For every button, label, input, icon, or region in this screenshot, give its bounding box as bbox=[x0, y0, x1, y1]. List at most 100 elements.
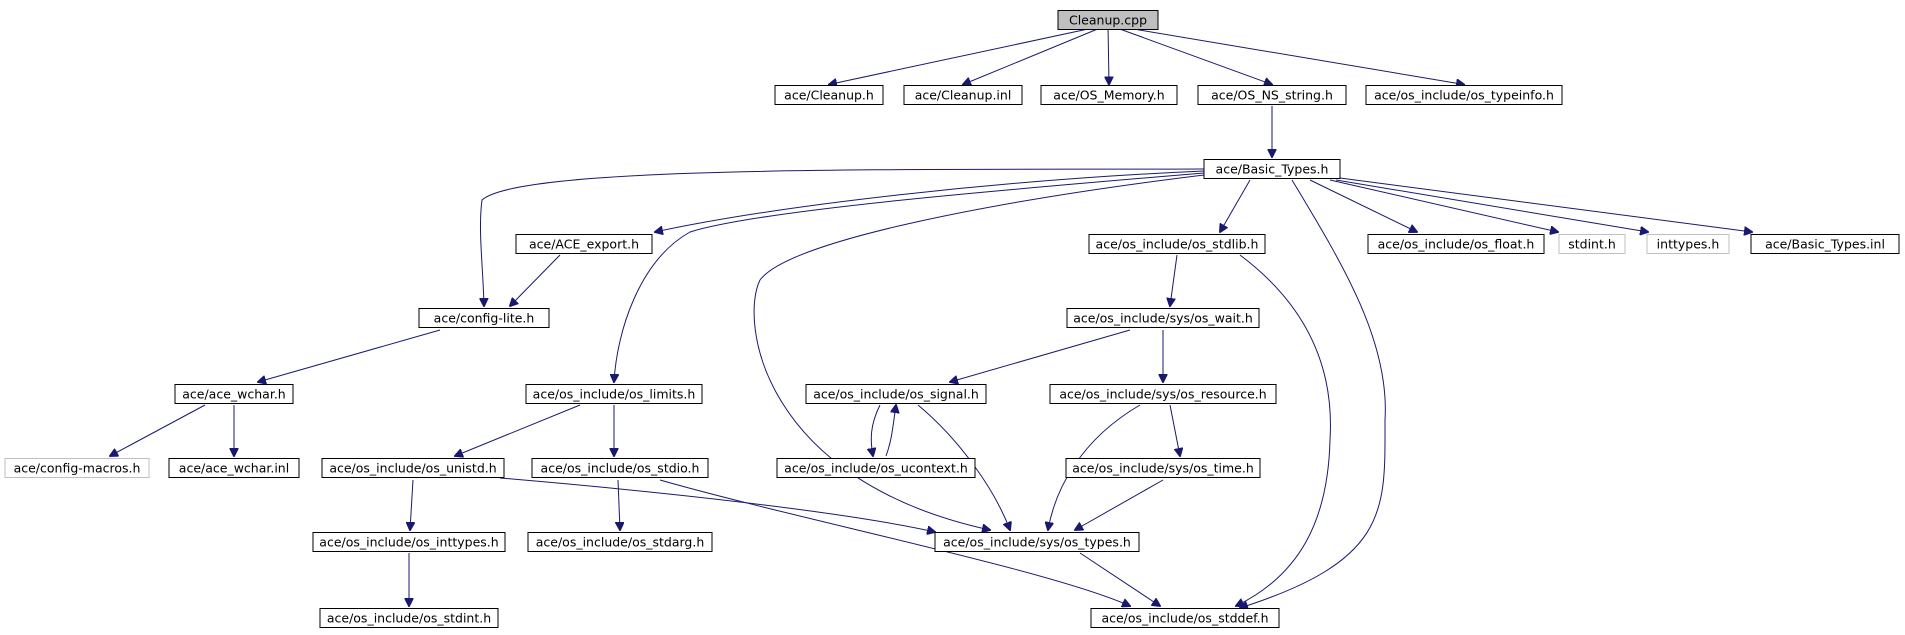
node-os-stdlib[interactable]: ace/os_include/os_stdlib.h bbox=[1088, 234, 1266, 254]
edge-os_types-to-os_stddef bbox=[1079, 552, 1160, 606]
node-label: ace/os_include/os_stdarg.h bbox=[536, 535, 705, 550]
edge-cleanup_cpp-to-cleanup_h bbox=[829, 29, 1086, 85]
node-cleanup-inl[interactable]: ace/Cleanup.inl bbox=[903, 85, 1023, 105]
node-label: ace/os_include/sys/os_time.h bbox=[1072, 461, 1254, 476]
edge-cleanup_cpp-to-os_typeinfo bbox=[1136, 29, 1464, 85]
node-label: ace/os_include/os_signal.h bbox=[813, 387, 979, 402]
node-box bbox=[531, 458, 709, 478]
node-basic-types-inl[interactable]: ace/Basic_Types.inl bbox=[1750, 234, 1900, 254]
node-label: ace/os_include/os_inttypes.h bbox=[319, 535, 498, 550]
edge-basic_types-to-basic_types_inl bbox=[1339, 177, 1752, 232]
node-os-float[interactable]: ace/os_include/os_float.h bbox=[1367, 234, 1545, 254]
edge-basic_types-to-os_types bbox=[753, 174, 1205, 530]
edge-basic_types-to-os_stddef bbox=[1240, 179, 1386, 608]
node-ace-export[interactable]: ace/ACE_export.h bbox=[515, 234, 653, 254]
node-label: ace/os_include/os_limits.h bbox=[533, 387, 696, 402]
node-stdint[interactable]: stdint.h bbox=[1558, 234, 1626, 254]
node-box bbox=[1203, 159, 1341, 179]
node-box bbox=[1365, 85, 1563, 105]
node-label: ace/ACE_export.h bbox=[529, 237, 639, 252]
node-label: ace/config-macros.h bbox=[14, 461, 141, 476]
edge-os_limits-to-os_unistd bbox=[455, 404, 581, 456]
node-label: ace/os_include/os_stddef.h bbox=[1101, 611, 1268, 626]
edge-cleanup_cpp-to-os_ns_string bbox=[1120, 29, 1272, 85]
node-label: ace/os_include/os_stdlib.h bbox=[1096, 237, 1259, 252]
node-label: Cleanup.cpp bbox=[1069, 13, 1147, 28]
edge-basic_types-to-inttypes bbox=[1335, 179, 1648, 232]
edge-cleanup_cpp-to-cleanup_inl bbox=[963, 29, 1097, 85]
node-box bbox=[1057, 10, 1159, 30]
edge-basic_types-to-os_stdlib bbox=[1220, 179, 1251, 232]
node-ace-wchar-inl[interactable]: ace/ace_wchar.inl bbox=[168, 458, 300, 478]
node-box bbox=[805, 384, 987, 404]
edge-os_ucontext-to-os_signal bbox=[885, 405, 896, 457]
node-box bbox=[321, 458, 505, 478]
node-ace-wchar[interactable]: ace/ace_wchar.h bbox=[174, 384, 294, 404]
node-os-typeinfo[interactable]: ace/os_include/os_typeinfo.h bbox=[1365, 85, 1563, 105]
node-label: ace/os_include/sys/os_resource.h bbox=[1059, 387, 1266, 402]
node-label: ace/os_include/sys/os_types.h bbox=[943, 535, 1131, 550]
edge-os_wait-to-os_signal bbox=[950, 329, 1131, 382]
node-os-memory[interactable]: ace/OS_Memory.h bbox=[1040, 85, 1178, 105]
node-label: ace/os_include/os_typeinfo.h bbox=[1374, 88, 1554, 103]
node-box bbox=[1065, 458, 1261, 478]
node-os-ucontext[interactable]: ace/os_include/os_ucontext.h bbox=[776, 458, 976, 478]
node-box bbox=[1646, 234, 1730, 254]
node-box bbox=[776, 458, 976, 478]
node-inttypes[interactable]: inttypes.h bbox=[1646, 234, 1730, 254]
edge-os_unistd-to-os_inttypes bbox=[410, 479, 413, 530]
node-os-resource[interactable]: ace/os_include/sys/os_resource.h bbox=[1049, 384, 1277, 404]
node-os-time[interactable]: ace/os_include/sys/os_time.h bbox=[1065, 458, 1261, 478]
edge-config_lite-to-ace_wchar bbox=[258, 329, 441, 382]
node-os-signal[interactable]: ace/os_include/os_signal.h bbox=[805, 384, 987, 404]
node-os-wait[interactable]: ace/os_include/sys/os_wait.h bbox=[1066, 308, 1260, 328]
node-os-limits[interactable]: ace/os_include/os_limits.h bbox=[525, 384, 703, 404]
edge-os_stdio-to-os_stddef bbox=[659, 479, 1130, 606]
node-os-stdio[interactable]: ace/os_include/os_stdio.h bbox=[531, 458, 709, 478]
node-box bbox=[1750, 234, 1900, 254]
node-box bbox=[1558, 234, 1626, 254]
node-label: ace/Basic_Types.h bbox=[1216, 162, 1329, 177]
node-basic-types[interactable]: ace/Basic_Types.h bbox=[1203, 159, 1341, 179]
edge-basic_types-to-stdint bbox=[1329, 179, 1558, 232]
node-box bbox=[903, 85, 1023, 105]
node-label: ace/OS_Memory.h bbox=[1053, 88, 1164, 103]
node-config-lite[interactable]: ace/config-lite.h bbox=[418, 308, 550, 328]
node-label: ace/Basic_Types.inl bbox=[1765, 237, 1885, 252]
node-box bbox=[174, 384, 294, 404]
edge-basic_types-to-ace_export bbox=[655, 170, 1205, 232]
edge-ace_export-to-config_lite bbox=[510, 254, 561, 306]
edge-os_signal-to-os_ucontext bbox=[871, 404, 881, 456]
node-config-macros[interactable]: ace/config-macros.h bbox=[4, 458, 150, 478]
edge-os_resource-to-os_time bbox=[1169, 404, 1180, 456]
node-label: ace/os_include/os_stdio.h bbox=[541, 461, 700, 476]
node-label: ace/config-lite.h bbox=[434, 311, 535, 326]
node-label: ace/Cleanup.h bbox=[784, 88, 874, 103]
node-cleanup-cpp[interactable]: Cleanup.cpp bbox=[1057, 10, 1159, 30]
edge-os_stdlib-to-os_stddef bbox=[1236, 254, 1331, 606]
edge-basic_types-to-config_lite bbox=[480, 168, 1205, 306]
node-box bbox=[319, 608, 499, 628]
edge-basic_types-to-os_limits bbox=[614, 172, 1205, 382]
edge-layer bbox=[110, 29, 1752, 609]
node-os-stdarg[interactable]: ace/os_include/os_stdarg.h bbox=[527, 532, 713, 552]
node-box bbox=[1049, 384, 1277, 404]
node-box bbox=[934, 532, 1140, 552]
node-layer: Cleanup.cpp ace/Cleanup.h ace/Cleanup.inl a… bbox=[4, 10, 1900, 628]
node-os-unistd[interactable]: ace/os_include/os_unistd.h bbox=[321, 458, 505, 478]
node-os-inttypes[interactable]: ace/os_include/os_inttypes.h bbox=[312, 532, 506, 552]
edge-os_stdlib-to-os_wait bbox=[1170, 254, 1178, 306]
node-label: ace/OS_NS_string.h bbox=[1211, 88, 1333, 103]
node-cleanup-h[interactable]: ace/Cleanup.h bbox=[774, 85, 884, 105]
node-os-stdint[interactable]: ace/os_include/os_stdint.h bbox=[319, 608, 499, 628]
node-label: ace/ace_wchar.h bbox=[182, 387, 285, 402]
node-box bbox=[1040, 85, 1178, 105]
node-os-stddef[interactable]: ace/os_include/os_stddef.h bbox=[1090, 608, 1280, 628]
edge-os_unistd-to-os_types bbox=[499, 477, 935, 532]
node-os-ns-string[interactable]: ace/OS_NS_string.h bbox=[1197, 85, 1347, 105]
node-box bbox=[1367, 234, 1545, 254]
edge-os_time-to-os_types bbox=[1075, 479, 1164, 530]
node-label: ace/os_include/os_float.h bbox=[1378, 237, 1535, 252]
node-os-types[interactable]: ace/os_include/sys/os_types.h bbox=[934, 532, 1140, 552]
edge-basic_types-to-os_float bbox=[1309, 179, 1417, 232]
